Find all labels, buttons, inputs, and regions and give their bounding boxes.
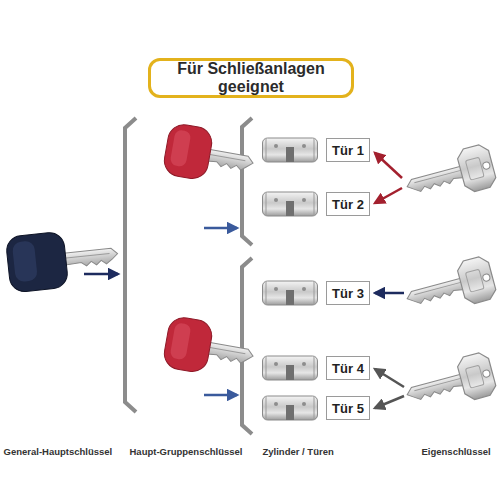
group-bracket bbox=[242, 118, 252, 245]
title-text: Für Schließanlagen geeignet bbox=[151, 60, 351, 96]
door-label: Tür 2 bbox=[332, 197, 364, 212]
pointer-arrow bbox=[375, 292, 404, 295]
pointer-arrow bbox=[375, 153, 402, 178]
door-label: Tür 4 bbox=[332, 361, 364, 376]
column-caption: Zylinder / Türen bbox=[263, 446, 334, 457]
lock-cylinder bbox=[263, 192, 318, 216]
individual-key bbox=[401, 255, 497, 320]
lock-cylinder bbox=[263, 396, 318, 420]
group-master-key bbox=[162, 315, 258, 381]
pointer-arrow bbox=[204, 394, 237, 397]
door-label: Tür 1 bbox=[332, 143, 364, 158]
pointer-arrow bbox=[204, 227, 237, 230]
title-box: Für Schließanlagen geeignet bbox=[148, 58, 354, 98]
door-label-box: Tür 2 bbox=[326, 192, 370, 216]
pointer-arrow bbox=[375, 188, 402, 203]
column-caption: General-Hauptschlüssel bbox=[4, 446, 113, 457]
door-label-box: Tür 1 bbox=[326, 138, 370, 162]
column-caption: Eigenschlüssel bbox=[422, 446, 491, 457]
lock-cylinder bbox=[263, 281, 318, 305]
individual-key bbox=[401, 143, 497, 208]
pointer-arrow bbox=[375, 369, 404, 387]
group-bracket bbox=[242, 258, 252, 434]
column-caption: Haupt-Gruppenschlüssel bbox=[130, 446, 243, 457]
lock-cylinder bbox=[263, 356, 318, 380]
group-bracket bbox=[125, 118, 136, 412]
lock-cylinder bbox=[263, 138, 318, 162]
pointer-arrow bbox=[84, 273, 118, 276]
door-label: Tür 3 bbox=[332, 286, 364, 301]
door-label: Tür 5 bbox=[332, 401, 364, 416]
door-label-box: Tür 5 bbox=[326, 396, 370, 420]
group-master-key bbox=[162, 122, 258, 188]
door-label-box: Tür 3 bbox=[326, 281, 370, 305]
door-label-box: Tür 4 bbox=[326, 356, 370, 380]
individual-key bbox=[401, 351, 497, 416]
pointer-arrow bbox=[375, 396, 404, 408]
general-master-key bbox=[5, 226, 120, 293]
